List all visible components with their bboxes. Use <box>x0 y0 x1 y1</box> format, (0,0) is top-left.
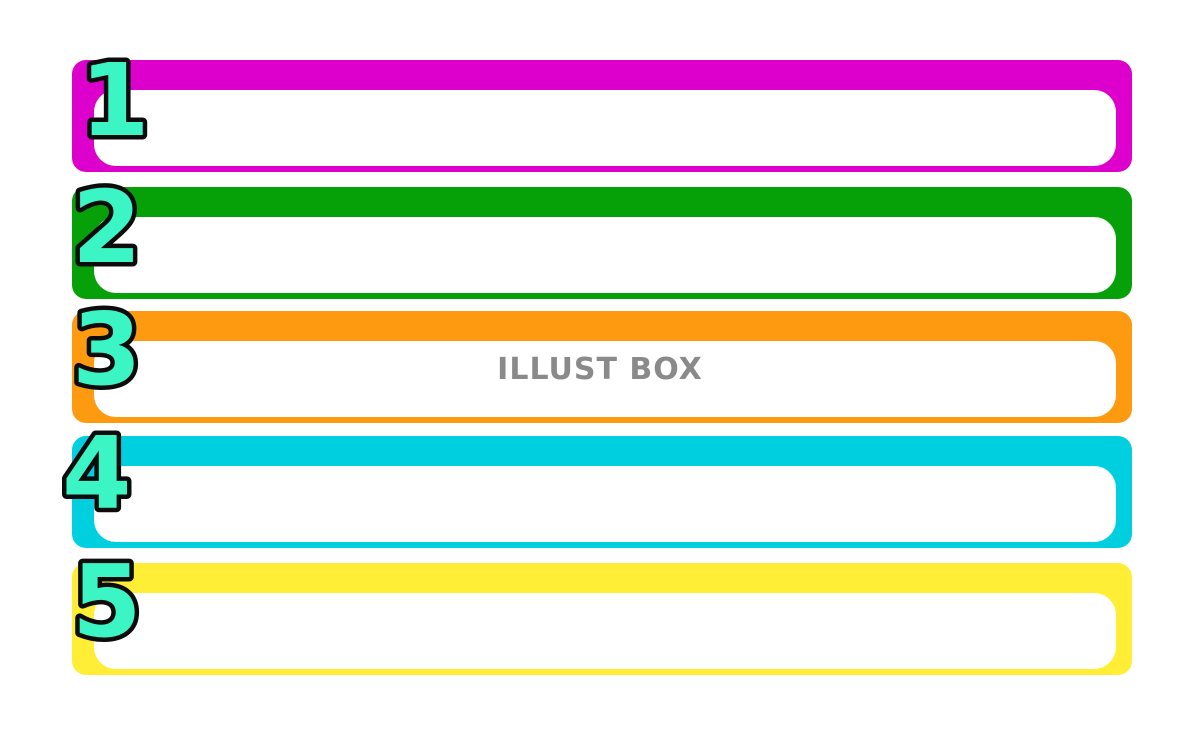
numeral-5: 5 <box>72 543 142 660</box>
numeral-4: 4 <box>62 415 132 532</box>
numeral-1: 1 <box>80 42 150 159</box>
frame-5 <box>72 563 1132 675</box>
frame-3-blank-area <box>94 341 1116 417</box>
frame-1-blank-area <box>94 90 1116 166</box>
frame-5-blank-area <box>94 593 1116 669</box>
frame-1 <box>72 60 1132 172</box>
frame-2-blank-area <box>94 217 1116 293</box>
watermark-text: ILLUST BOX <box>497 352 703 387</box>
numeral-2: 2 <box>72 169 142 286</box>
frame-3 <box>72 311 1132 423</box>
frame-4 <box>72 436 1132 548</box>
frame-2 <box>72 187 1132 299</box>
numeral-3: 3 <box>72 291 142 408</box>
frame-4-blank-area <box>94 466 1116 542</box>
